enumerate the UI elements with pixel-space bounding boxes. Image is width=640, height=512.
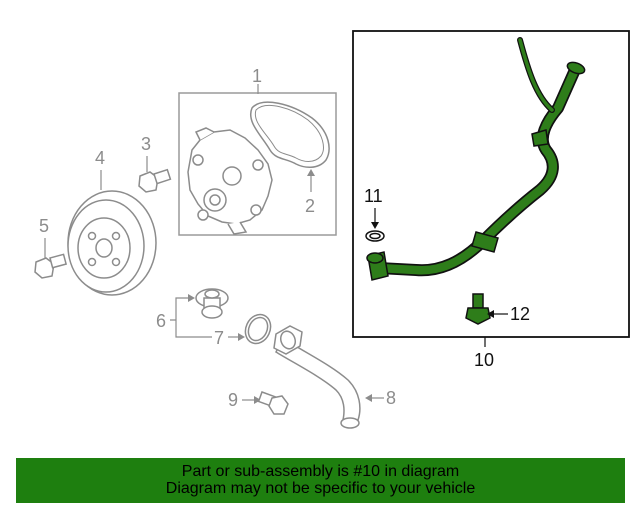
arrow-12: [487, 310, 494, 318]
banner-line-1: Part or sub-assembly is #10 in diagram: [181, 463, 460, 480]
pipe-bracket-lower: [471, 231, 499, 253]
arrow-8: [365, 394, 372, 402]
banner-line-2: Diagram may not be specific to your vehi…: [165, 480, 476, 497]
thin-tube-outline: [517, 37, 555, 113]
arrow-9: [254, 396, 261, 404]
gasket-part: [249, 101, 330, 168]
callout-2: 2: [305, 196, 315, 216]
callout-10: 10: [474, 350, 494, 370]
bolt-part-3[interactable]: [138, 168, 172, 193]
bolt-part-5[interactable]: [34, 253, 68, 279]
callout-9: 9: [228, 390, 238, 410]
water-pump-part: [187, 127, 273, 235]
callout-7: 7: [214, 328, 224, 348]
arrow-11: [371, 222, 379, 229]
coolant-pipe-part-10[interactable]: [366, 37, 586, 281]
bolt-part-9[interactable]: [257, 391, 289, 415]
arrow-2: [307, 169, 315, 176]
water-pump-group[interactable]: [178, 92, 337, 236]
pipe-top-end: [566, 61, 586, 75]
callout-6: 6: [156, 311, 166, 331]
pipe-bracket-upper: [531, 129, 549, 147]
pipe-left-opening: [366, 252, 384, 264]
callout-8: 8: [386, 388, 396, 408]
part-10-box: [352, 30, 630, 338]
callout-3: 3: [141, 134, 151, 154]
thin-tube-fill: [518, 38, 554, 112]
leader-6: [170, 297, 212, 338]
callout-1: 1: [252, 66, 262, 86]
callout-4: 4: [95, 148, 105, 168]
callout-11: 11: [364, 186, 383, 206]
gasket-inner: [254, 105, 324, 162]
thermostat-part[interactable]: [195, 288, 229, 319]
callout-5: 5: [39, 216, 49, 236]
arrow-6: [188, 294, 195, 302]
o-ring-part[interactable]: [241, 310, 275, 347]
pulley-part[interactable]: [67, 190, 157, 296]
outlet-pipe-part[interactable]: [273, 325, 361, 429]
bolt-part-12[interactable]: [465, 293, 491, 325]
arrow-7: [238, 333, 245, 341]
seal-ring-part[interactable]: [365, 230, 385, 242]
callout-12: 12: [510, 304, 530, 324]
info-banner: Part or sub-assembly is #10 in diagram D…: [16, 458, 625, 503]
